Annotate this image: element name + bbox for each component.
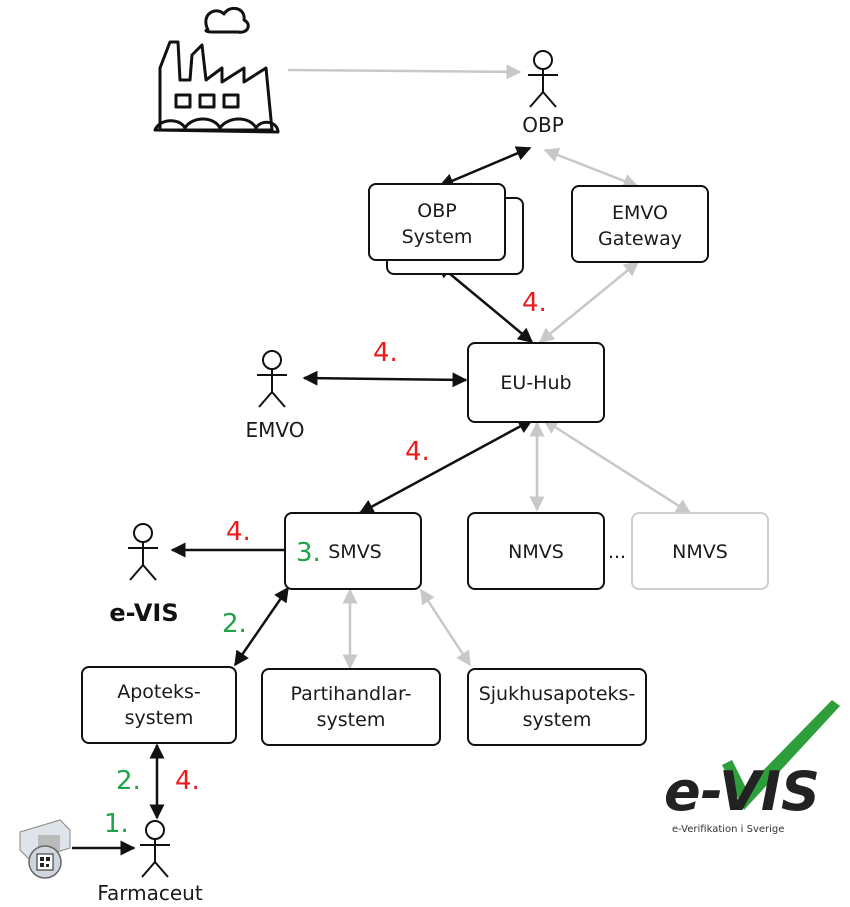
step-4-hub-smvs: 4. xyxy=(405,437,430,467)
nmvs-box-1[interactable]: NMVS xyxy=(467,512,605,590)
step-1-scan: 1. xyxy=(104,809,129,839)
factory-icon xyxy=(153,6,280,134)
smvs-box[interactable]: SMVS xyxy=(284,512,422,590)
svg-text:EU-Hub: EU-Hub xyxy=(500,372,571,394)
step-2-apoteks-smvs: 2. xyxy=(222,609,247,639)
step-2-apoteks-farmaceut: 2. xyxy=(116,766,141,796)
arrow-factory-obp xyxy=(287,64,522,80)
logo-brand: e-VIS xyxy=(664,760,820,823)
step-4-emvo: 4. xyxy=(373,338,398,368)
arrow-hub-smvs xyxy=(358,418,534,515)
nmvs-ellipsis: ... xyxy=(608,541,626,563)
svg-text:system: system xyxy=(317,709,386,731)
svg-text:EMVO: EMVO xyxy=(612,202,668,224)
svg-text:OBP: OBP xyxy=(417,200,456,222)
actor-emvo-icon xyxy=(257,350,287,408)
svg-text:system: system xyxy=(523,709,592,731)
partihandlar-system-box[interactable]: Partihandlar- system xyxy=(261,668,441,746)
svg-text:NMVS: NMVS xyxy=(508,541,564,563)
actor-evis-icon xyxy=(128,523,158,581)
step-4-apoteks-farmaceut: 4. xyxy=(175,766,200,796)
nmvs-box-2[interactable]: NMVS xyxy=(631,512,769,590)
sjukhusapoteks-system-box[interactable]: Sjukhusapoteks- system xyxy=(467,668,647,746)
arrow-obp-gateway xyxy=(543,147,639,189)
obp-system-box[interactable]: OBP System xyxy=(368,183,506,261)
svg-text:System: System xyxy=(402,226,473,248)
arrows xyxy=(72,64,692,856)
actor-obp-icon xyxy=(528,50,558,108)
arrow-smvs-apoteks xyxy=(233,586,290,667)
svg-text:Sjukhusapoteks-: Sjukhusapoteks- xyxy=(479,683,636,705)
svg-text:Apoteks-: Apoteks- xyxy=(117,681,201,703)
actor-evis-label: e-VIS xyxy=(109,599,178,627)
apoteks-system-box[interactable]: Apoteks- system xyxy=(81,666,237,744)
eu-hub-box[interactable]: EU-Hub xyxy=(467,342,605,423)
emvo-gateway-box[interactable]: EMVO Gateway xyxy=(571,185,709,263)
arrow-emvo-hub xyxy=(302,370,468,388)
actor-farmaceut-label: Farmaceut xyxy=(97,881,203,905)
arrow-gateway-hub xyxy=(538,261,640,343)
actor-emvo-label: EMVO xyxy=(246,418,305,442)
arrow-hub-nmvs2 xyxy=(542,418,692,515)
arrow-obpsystem-hub xyxy=(436,263,534,343)
medicine-package-icon xyxy=(19,819,71,879)
arrow-smvs-sjukhus xyxy=(419,588,472,667)
step-4-obp-hub: 4. xyxy=(522,288,547,318)
arrow-obp-obpsystem xyxy=(438,146,532,188)
svg-text:NMVS: NMVS xyxy=(672,541,728,563)
step-3-smvs: 3. xyxy=(296,538,321,568)
svg-text:Gateway: Gateway xyxy=(598,228,682,250)
actor-farmaceut-icon xyxy=(140,820,170,878)
logo-checkmark-icon xyxy=(722,700,840,810)
svg-text:Partihandlar-: Partihandlar- xyxy=(291,683,412,705)
step-4-evis: 4. xyxy=(226,517,251,547)
svg-text:SMVS: SMVS xyxy=(328,541,382,563)
actor-obp-label: OBP xyxy=(522,113,564,137)
evis-logo: e-VIS e-Verifikation i Sverige xyxy=(664,700,840,835)
logo-tagline: e-Verifikation i Sverige xyxy=(672,824,784,835)
svg-text:system: system xyxy=(125,707,194,729)
